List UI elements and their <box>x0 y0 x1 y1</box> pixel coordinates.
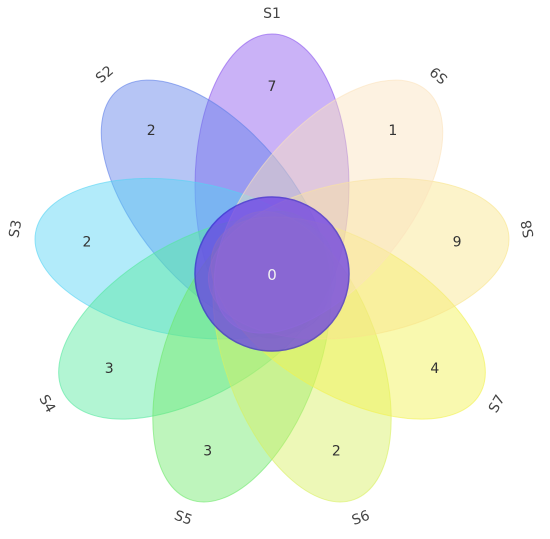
count-s1: 7 <box>268 79 277 95</box>
label-s7: S7 <box>486 392 509 415</box>
count-s8: 9 <box>453 234 462 250</box>
label-s9: S9 <box>427 63 451 87</box>
label-s3: S3 <box>6 219 25 239</box>
label-s5: S5 <box>172 508 194 529</box>
count-s7: 4 <box>430 361 439 377</box>
center-region: 0 <box>194 196 350 352</box>
center-count: 0 <box>267 266 277 284</box>
label-s2: S2 <box>93 63 117 87</box>
count-s4: 3 <box>105 361 114 377</box>
count-labels: 7 2 2 3 3 2 4 9 1 <box>82 79 461 460</box>
count-s9: 1 <box>388 123 397 139</box>
label-s1: S1 <box>263 6 281 22</box>
count-s6: 2 <box>332 444 341 460</box>
center-circle <box>194 196 350 352</box>
label-s6: S6 <box>350 508 372 529</box>
label-s8: S8 <box>519 219 538 239</box>
count-s2: 2 <box>147 123 156 139</box>
count-s3: 2 <box>82 234 91 250</box>
label-s4: S4 <box>35 392 58 415</box>
count-s5: 3 <box>203 444 212 460</box>
